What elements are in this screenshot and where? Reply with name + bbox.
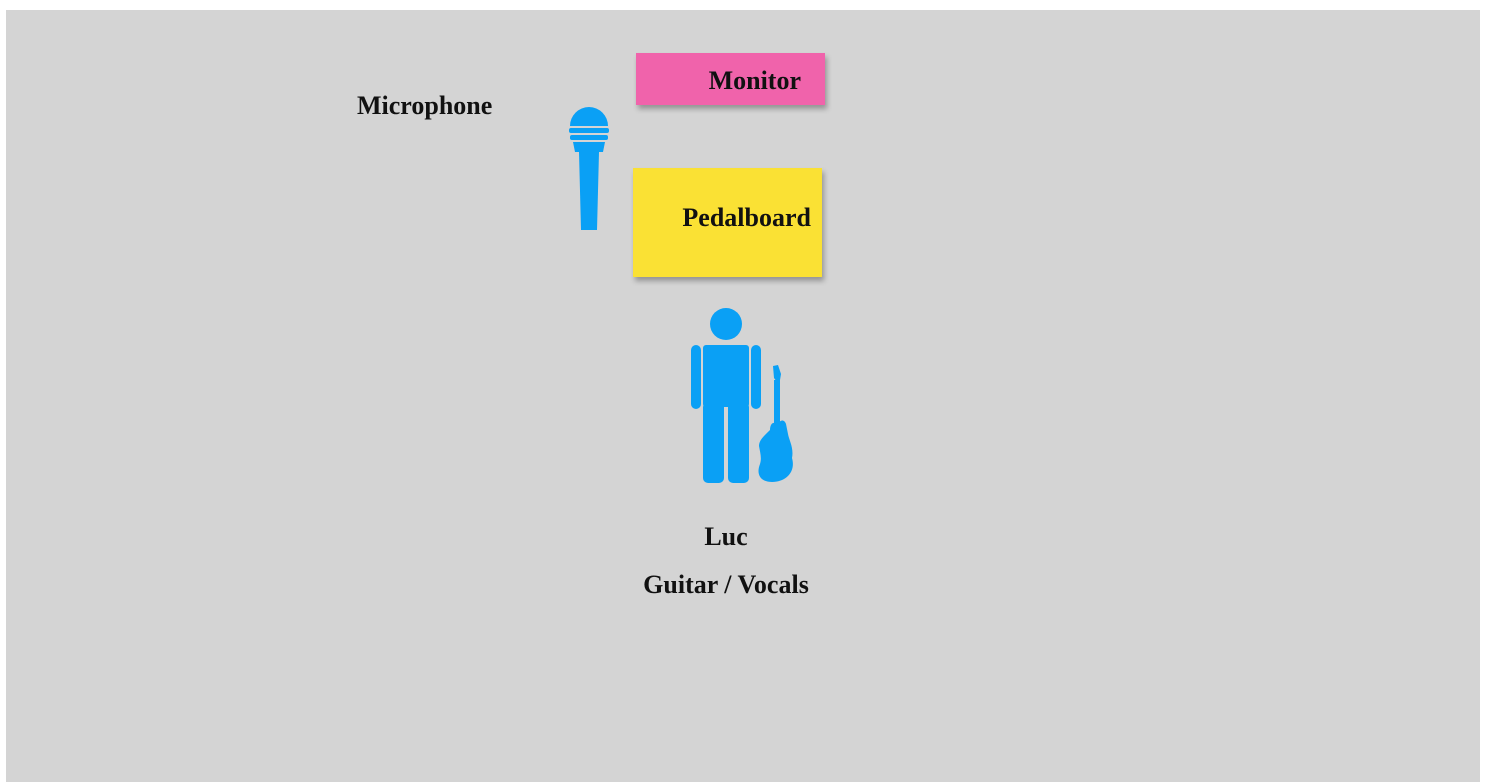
stage-plot-canvas: Microphone Monitor Pedalboard (6, 10, 1480, 782)
person-icon (691, 308, 761, 483)
pedalboard-label: Pedalboard (682, 203, 811, 232)
performer-name: Luc (704, 522, 748, 551)
microphone-label: Microphone (357, 91, 493, 120)
performer-role: Guitar / Vocals (643, 570, 809, 599)
monitor-label: Monitor (708, 66, 801, 95)
monitor-box: Monitor (636, 53, 825, 105)
microphone-icon (569, 107, 609, 230)
pedalboard-box: Pedalboard (633, 168, 822, 277)
electric-guitar-icon (758, 365, 793, 482)
